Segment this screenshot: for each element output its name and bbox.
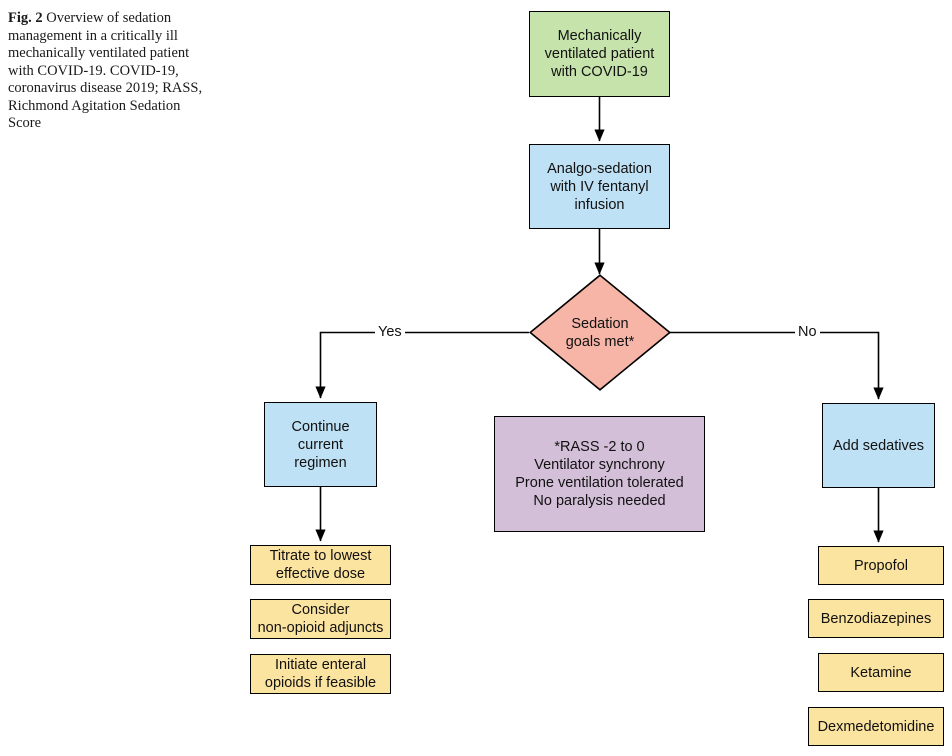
node-initiate-enteral-opioids[interactable]: Initiate enteral opioids if feasible xyxy=(250,654,391,694)
node-sedation-goals-met[interactable]: Sedation goals met* xyxy=(528,274,672,391)
edge-decision-yes-to-continue xyxy=(315,331,529,399)
node-ketamine[interactable]: Ketamine xyxy=(818,653,944,692)
node-analgo-sedation[interactable]: Analgo-sedation with IV fentanyl infusio… xyxy=(529,144,670,229)
edge-label-no: No xyxy=(795,324,820,340)
edge-label-yes: Yes xyxy=(375,324,405,340)
node-sedation-goal-criteria-note: *RASS -2 to 0 Ventilator synchrony Prone… xyxy=(494,416,705,532)
figure-label: Fig. 2 xyxy=(8,10,43,26)
diamond-shape xyxy=(528,274,672,391)
figure-caption: Fig. 2 Overview of sedation management i… xyxy=(8,10,216,133)
node-propofol[interactable]: Propofol xyxy=(818,546,944,585)
node-continue-current-regimen[interactable]: Continue current regimen xyxy=(264,402,377,487)
node-benzodiazepines[interactable]: Benzodiazepines xyxy=(808,599,944,638)
node-dexmedetomidine[interactable]: Dexmedetomidine xyxy=(808,707,944,746)
node-mechanically-ventilated-patient[interactable]: Mechanically ventilated patient with COV… xyxy=(529,11,670,97)
figure-caption-text: Overview of sedation management in a cri… xyxy=(8,10,203,131)
node-consider-non-opioid-adjuncts[interactable]: Consider non-opioid adjuncts xyxy=(250,599,391,639)
node-titrate-to-lowest-effective-dose[interactable]: Titrate to lowest effective dose xyxy=(250,545,391,585)
node-add-sedatives[interactable]: Add sedatives xyxy=(822,403,935,488)
edge-decision-no-to-add-sedatives xyxy=(670,331,884,400)
